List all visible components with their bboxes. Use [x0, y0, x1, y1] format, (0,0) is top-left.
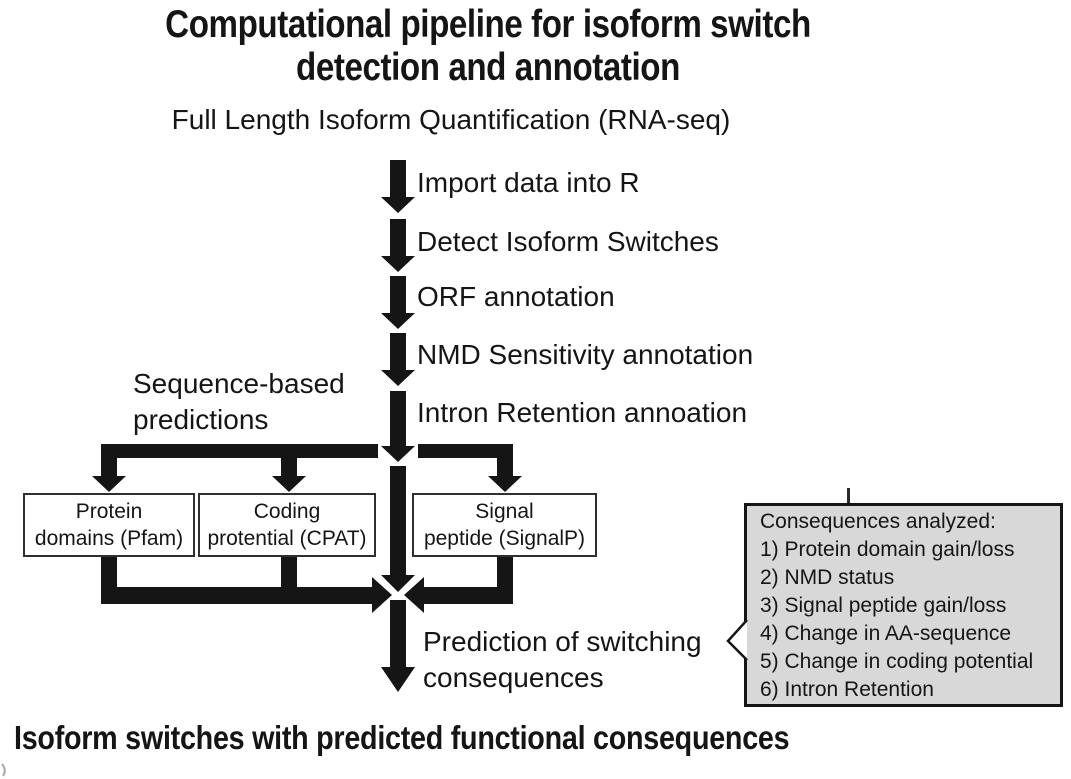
callout-item-2: 2) NMD status — [760, 566, 895, 589]
input-data-label: Full Length Isoform Quantification (RNA-… — [171, 104, 731, 135]
arrow-to-cpat-icon — [272, 458, 306, 492]
box-protein-domains: Protein domains (Pfam) — [23, 493, 195, 557]
merge-arrowhead-left-icon — [372, 577, 392, 613]
branch-bar-left — [101, 444, 378, 458]
box-coding-potential-line1: Coding — [253, 500, 321, 523]
scan-artifact-mark — [1, 763, 6, 777]
footer-result-label: Isoform switches with predicted function… — [14, 719, 790, 756]
box-signal-peptide: Signal peptide (SignalP) — [412, 493, 597, 557]
consequence-label-line2: consequences — [423, 662, 604, 693]
callout-item-6: 6) Intron Retention — [760, 678, 934, 701]
arrow-to-signalp-icon — [488, 444, 522, 492]
scan-tick-mark — [847, 488, 850, 503]
stub-signalp — [497, 557, 513, 604]
box-protein-domains-line2: domains (Pfam) — [34, 527, 184, 550]
arrow-nmd-icon — [381, 333, 415, 386]
merge-arrowhead-right-icon — [404, 577, 424, 613]
box-coding-potential-line2: protential (CPAT) — [207, 527, 367, 550]
consequence-label-line1: Prediction of switching — [423, 626, 702, 657]
stub-cpat — [281, 557, 297, 590]
callout-item-3: 3) Signal peptide gain/loss — [760, 594, 1007, 617]
arrow-detect-icon — [381, 219, 415, 272]
callout-item-4: 4) Change in AA-sequence — [760, 622, 1012, 645]
merge-bar-right — [424, 587, 513, 604]
merge-bar-left — [101, 587, 372, 604]
arrow-import-icon — [381, 160, 415, 213]
stub-pfam — [101, 557, 117, 604]
step-label-nmd: NMD Sensitivity annotation — [417, 339, 754, 370]
step-label-import: Import data into R — [417, 167, 640, 198]
step-label-detect: Detect Isoform Switches — [417, 226, 719, 257]
branch-bar-right — [418, 444, 513, 458]
box-protein-domains-line1: Protein — [75, 500, 143, 523]
diagram-title-line2: detection and annotation — [296, 46, 680, 89]
arrow-to-pfam-icon — [92, 444, 126, 492]
arrow-final-icon — [381, 600, 415, 692]
callout-heading: Consequences analyzed: — [760, 510, 996, 533]
box-signal-peptide-line1: Signal — [475, 500, 534, 523]
step-label-orf: ORF annotation — [417, 281, 615, 312]
step-label-intron: Intron Retention annoation — [417, 397, 748, 428]
callout-item-1: 1) Protein domain gain/loss — [760, 538, 1015, 561]
arrow-orf-icon — [381, 276, 415, 329]
branch-label-line2: predictions — [133, 404, 269, 435]
callout-item-5: 5) Change in coding potential — [760, 650, 1034, 673]
box-coding-potential: Coding protential (CPAT) — [198, 493, 376, 557]
consequences-callout: Consequences analyzed: 1) Protein domain… — [744, 503, 1063, 707]
central-trunk-arrow — [381, 466, 415, 592]
branch-label-line1: Sequence-based — [133, 368, 345, 399]
arrow-intron-icon — [381, 391, 415, 462]
box-signal-peptide-line2: peptide (SignalP) — [423, 527, 586, 550]
diagram-title: Computational pipeline for isoform switc… — [73, 3, 903, 89]
diagram-title-line1: Computational pipeline for isoform switc… — [165, 3, 811, 46]
